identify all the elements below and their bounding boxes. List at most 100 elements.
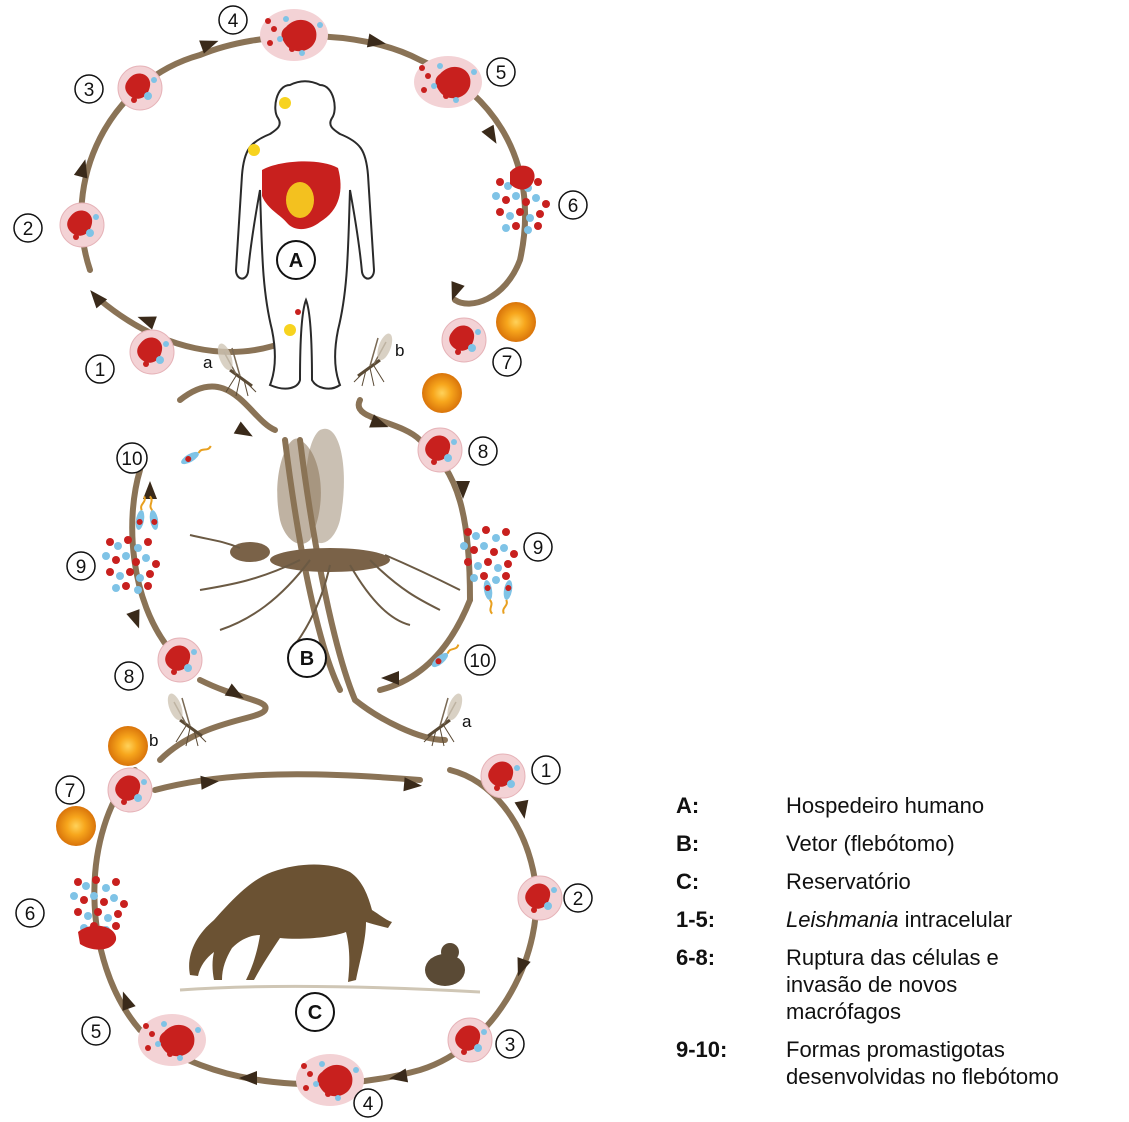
legend-key: A: [676,792,786,819]
legend-value: Reservatório [786,868,1126,895]
svg-text:6: 6 [25,904,36,925]
stage10-left [179,443,212,467]
legend-row-b: B: Vetor (flebótomo) [676,830,1126,857]
svg-text:4: 4 [363,1094,374,1115]
stage4-bottom-cell [296,1054,364,1106]
num-mid-9-right: 9 [524,533,552,561]
label-A: A [277,241,315,279]
num-bottom-8: 8 [115,662,143,690]
legend-key: 9-10: [676,1036,786,1090]
num-top-3: 3 [75,75,103,103]
stage3-bottom-cell [448,1018,492,1062]
legend-key: 1-5: [676,906,786,933]
svg-text:1: 1 [95,360,106,381]
num-bottom-9: 9 [67,552,95,580]
svg-text:3: 3 [505,1035,516,1056]
svg-text:B: B [300,648,314,670]
stage6-bottom-cluster [70,876,128,950]
tag-b-top: b [395,341,404,360]
num-top-7: 7 [493,348,521,376]
tag-a-top: a [203,353,213,372]
legend-row-9-10: 9-10: Formas promastigotas desenvolvidas… [676,1036,1126,1090]
vector-right-path [359,400,470,600]
legend-row-1-5: 1-5: Leishmania intracelular [676,906,1126,933]
stage3-top-cell [118,66,162,110]
stage2-bottom-cell [518,876,562,920]
stage1-bottom-cell [481,754,525,798]
legend-value: Hospedeiro humano [786,792,1126,819]
num-mid-8-right: 8 [469,437,497,465]
legend-value: Formas promastigotas desenvolvidas no fl… [786,1036,1126,1090]
legend-key: 6-8: [676,944,786,1025]
legend-row-a: A: Hospedeiro humano [676,792,1126,819]
svg-text:10: 10 [469,651,490,672]
svg-text:2: 2 [23,219,34,240]
svg-text:10: 10 [121,449,142,470]
num-bottom-7: 7 [56,776,84,804]
num-bottom-4: 4 [354,1089,382,1117]
svg-text:8: 8 [124,667,135,688]
tag-a-bottom: a [462,712,472,731]
orange-cell-7a-bottom [108,726,148,766]
legend-key: C: [676,868,786,895]
stage6-top-cell [492,166,550,234]
svg-text:6: 6 [568,196,579,217]
legend-row-6-8: 6-8: Ruptura das células e invasão de no… [676,944,1126,1025]
tag-b-bottom: b [149,731,158,750]
bottom-cycle-inner-arc [155,774,420,790]
stage1-top-cell [130,330,174,374]
dog-figure [189,865,392,983]
num-bottom-2: 2 [564,884,592,912]
vector-left-path [180,386,275,430]
num-bottom-10: 10 [117,443,147,473]
svg-text:C: C [308,1002,322,1024]
svg-text:8: 8 [478,442,489,463]
stage5-bottom-cell [138,1014,206,1066]
top-cycle-inner-arc [100,300,290,352]
vector-left-to-bottom-path [160,680,266,760]
stage8-left-cell [158,638,202,682]
num-top-1: 1 [86,355,114,383]
legend-value-rest: intracelular [899,907,1013,932]
num-bottom-6: 6 [16,899,44,927]
legend-row-c: C: Reservatório [676,868,1126,895]
svg-text:7: 7 [502,353,513,374]
reservoir-animals [180,865,480,993]
legend-italic-genus: Leishmania [786,907,899,932]
svg-text:3: 3 [84,80,95,101]
fly-b-top [354,332,395,386]
svg-text:9: 9 [533,538,544,559]
num-top-4: 4 [219,6,247,34]
svg-text:4: 4 [228,11,239,32]
svg-text:A: A [289,250,303,272]
svg-text:9: 9 [76,557,87,578]
stage7-bottom-cell [108,768,152,812]
svg-text:2: 2 [573,889,584,910]
svg-text:5: 5 [496,63,507,84]
sandfly-vector-figure [190,429,460,650]
human-host-figure [236,81,374,388]
num-top-5: 5 [487,58,515,86]
orange-cell-7a-top [496,302,536,342]
orange-cell-7b-top [422,373,462,413]
orange-cell-7b-bottom [56,806,96,846]
vector-tags: a b b a [149,341,472,750]
stage4-top-cell [260,9,328,61]
num-top-2: 2 [14,214,42,242]
svg-text:1: 1 [541,761,552,782]
legend: A: Hospedeiro humano B: Vetor (flebótomo… [676,792,1126,1101]
stage7-top-cell [442,318,486,362]
legend-value: Ruptura das células e invasão de novos m… [786,944,1006,1025]
legend-value: Vetor (flebótomo) [786,830,1126,857]
label-C: C [296,993,334,1031]
num-mid-10-right: 10 [465,645,495,675]
stage8-right-cell [418,428,462,472]
legend-key: B: [676,830,786,857]
num-bottom-1: 1 [532,756,560,784]
stage5-top-cell [414,56,482,108]
num-bottom-5: 5 [82,1017,110,1045]
stage2-top-cell [60,203,104,247]
svg-text:7: 7 [65,781,76,802]
num-bottom-3: 3 [496,1030,524,1058]
svg-text:5: 5 [91,1022,102,1043]
